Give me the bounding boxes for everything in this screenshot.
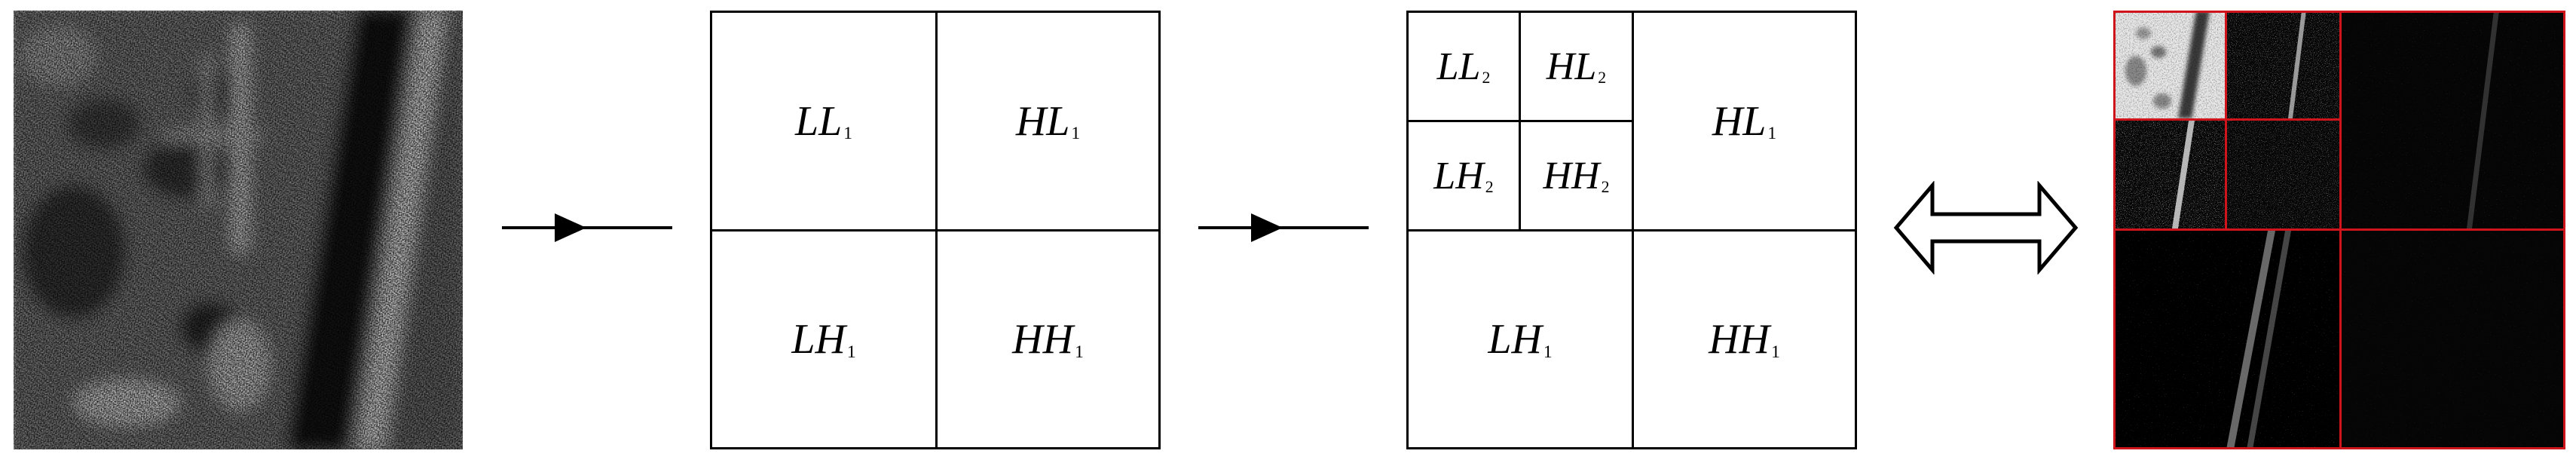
right-arrow-icon bbox=[502, 213, 672, 242]
subband-hh1: HH1 bbox=[938, 232, 1158, 447]
divider-horizontal bbox=[1409, 229, 1855, 232]
coefficients-graphic bbox=[2113, 11, 2565, 449]
sar-image-graphic bbox=[14, 11, 463, 449]
divider-horizontal bbox=[712, 229, 1158, 232]
subband-label: HH2 bbox=[1543, 154, 1610, 198]
subband-label: HH1 bbox=[1709, 316, 1780, 363]
subband-hh2: HH2 bbox=[1521, 122, 1632, 229]
subband-hl2: HL2 bbox=[1521, 13, 1632, 120]
level1-subband-grid: LL1 HL1 LH1 HH1 bbox=[710, 11, 1161, 449]
divider-horizontal-inner bbox=[1409, 120, 1632, 122]
right-arrow-icon bbox=[1198, 213, 1369, 242]
subband-lh1: LH1 bbox=[712, 232, 935, 447]
subband-hl1: HL1 bbox=[938, 13, 1158, 229]
subband-label: LL2 bbox=[1436, 44, 1491, 88]
equivalence-arrow bbox=[1893, 181, 2079, 274]
subband-ll2: LL2 bbox=[1409, 13, 1519, 120]
subband-label: LH2 bbox=[1433, 154, 1494, 198]
decomposition-arrow-1 bbox=[502, 209, 672, 247]
subband-label: HL2 bbox=[1546, 44, 1607, 88]
subband-ll1: LL1 bbox=[712, 13, 935, 229]
subband-label: LH1 bbox=[791, 316, 856, 363]
subband-label: HL1 bbox=[1015, 97, 1081, 145]
subband-label: LH1 bbox=[1488, 316, 1553, 363]
subband-lh1: LH1 bbox=[1409, 232, 1632, 447]
wavelet-coefficients-image bbox=[2113, 11, 2565, 449]
sar-input-image bbox=[14, 11, 463, 449]
subband-label: HL1 bbox=[1712, 97, 1777, 145]
subband-hl1: HL1 bbox=[1634, 13, 1855, 229]
subband-label: LL1 bbox=[794, 97, 853, 145]
subband-label: HH1 bbox=[1012, 316, 1084, 363]
subband-lh2: LH2 bbox=[1409, 122, 1519, 229]
subband-hh1: HH1 bbox=[1634, 232, 1855, 447]
decomposition-arrow-2 bbox=[1198, 209, 1369, 247]
double-arrow-icon bbox=[1893, 181, 2079, 274]
level2-subband-grid: LL2 HL2 LH2 HH2 HL1 LH1 HH1 bbox=[1406, 11, 1857, 449]
